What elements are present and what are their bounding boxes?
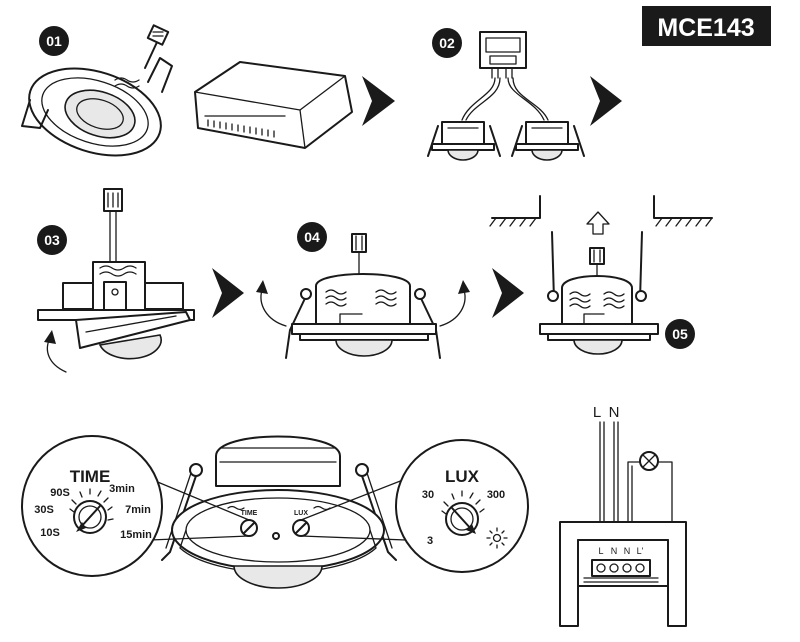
wiring-diagram: L N L N N L' — [559, 404, 687, 627]
terminal-label-n1: N — [611, 546, 618, 556]
step-02-illustration — [427, 31, 585, 161]
step-03-illustration — [37, 188, 195, 373]
step-badge-01: 01 — [39, 26, 69, 56]
step-badge-03: 03 — [37, 225, 67, 255]
arrow-step-2-3 — [590, 76, 622, 126]
arrow-step-1-2 — [362, 76, 395, 126]
step-05-illustration — [489, 195, 713, 355]
step-badge-05: 05 — [665, 319, 695, 349]
lux-dial-title: LUX — [445, 467, 480, 486]
lux-label-30: 30 — [422, 489, 434, 501]
supply-label-n: N — [609, 404, 620, 421]
supply-label-l: L — [593, 404, 601, 421]
step-01-illustration — [21, 24, 173, 157]
time-label-10s: 10S — [40, 527, 60, 539]
svg-text:02: 02 — [439, 35, 455, 51]
model-title-box: MCE143 — [642, 6, 771, 46]
arrow-step-3-4 — [212, 268, 244, 318]
time-callout-line — [147, 477, 250, 541]
lux-callout-line — [300, 477, 409, 541]
lux-knob — [441, 490, 485, 536]
time-label-90s: 90S — [50, 487, 70, 499]
time-label-30s: 30S — [34, 504, 54, 516]
lux-dial-callout: LUX 30 300 3 — [395, 439, 529, 573]
svg-text:03: 03 — [44, 232, 60, 248]
terminal-label-l-prime: L' — [637, 546, 644, 556]
lux-label-3: 3 — [427, 535, 433, 547]
step-04-illustration — [256, 233, 470, 359]
lamp-icon — [639, 451, 659, 471]
step-01-housing — [194, 61, 353, 149]
mini-time-label: TIME — [241, 510, 258, 517]
time-label-15min: 15min — [120, 529, 152, 541]
time-dial-callout: TIME 90S 3min 30S 7min 10S 15min — [21, 435, 163, 577]
model-title: MCE143 — [657, 14, 754, 42]
time-knob — [69, 488, 114, 534]
time-label-7min: 7min — [125, 504, 151, 516]
time-label-3min: 3min — [109, 483, 135, 495]
step-badge-04: 04 — [297, 222, 327, 252]
sensor-underside: TIME LUX — [161, 435, 397, 589]
svg-text:04: 04 — [304, 229, 320, 245]
svg-text:05: 05 — [672, 326, 688, 342]
lux-label-300: 300 — [487, 489, 505, 501]
sun-icon — [486, 527, 508, 549]
terminal-label-l: L — [598, 546, 603, 556]
svg-text:01: 01 — [46, 33, 62, 49]
mini-lux-label: LUX — [294, 510, 308, 517]
step-badge-02: 02 — [432, 28, 462, 58]
time-dial-title: TIME — [70, 467, 111, 486]
arrow-step-4-5 — [492, 268, 524, 318]
terminal-label-n2: N — [624, 546, 631, 556]
